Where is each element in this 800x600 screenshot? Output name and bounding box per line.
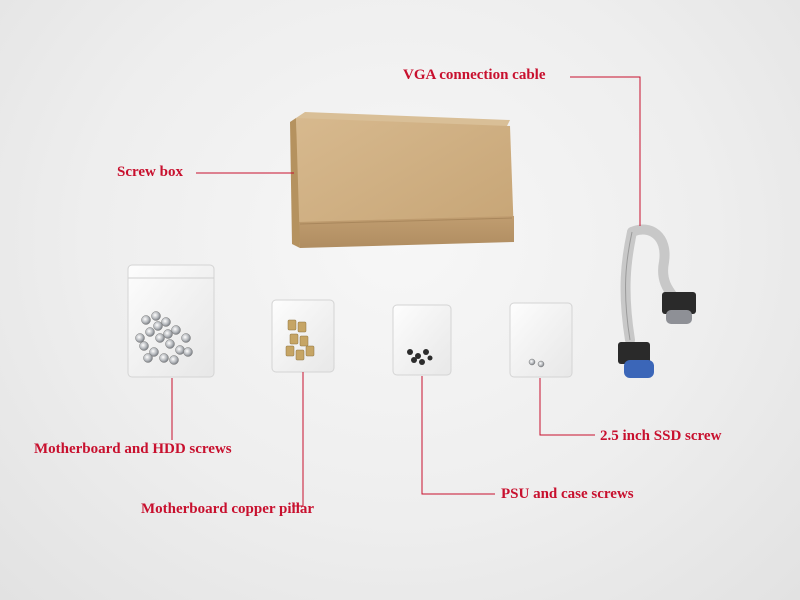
bag-motherboard-hdd-screws: [127, 264, 215, 378]
bag-ssd-screw: [509, 302, 573, 378]
label-vga-cable: VGA connection cable: [403, 67, 546, 83]
leader-lines: [171, 76, 641, 507]
label-screw-box: Screw box: [117, 164, 183, 180]
leader-psu: [421, 376, 495, 495]
label-psu-case-screws: PSU and case screws: [501, 486, 634, 502]
vga-cable: [618, 224, 696, 378]
leader-copper: [292, 372, 304, 507]
bag-copper-pillars: [271, 299, 335, 373]
bag-psu-case-screws: [392, 304, 452, 376]
leader-ssd: [539, 378, 595, 436]
screw-box: [290, 112, 514, 248]
label-motherboard-hdd-screws: Motherboard and HDD screws: [34, 441, 232, 457]
label-copper-pillar: Motherboard copper pillar: [141, 501, 315, 517]
label-ssd-screw: 2.5 inch SSD screw: [600, 428, 722, 444]
leader-vga: [570, 76, 641, 226]
